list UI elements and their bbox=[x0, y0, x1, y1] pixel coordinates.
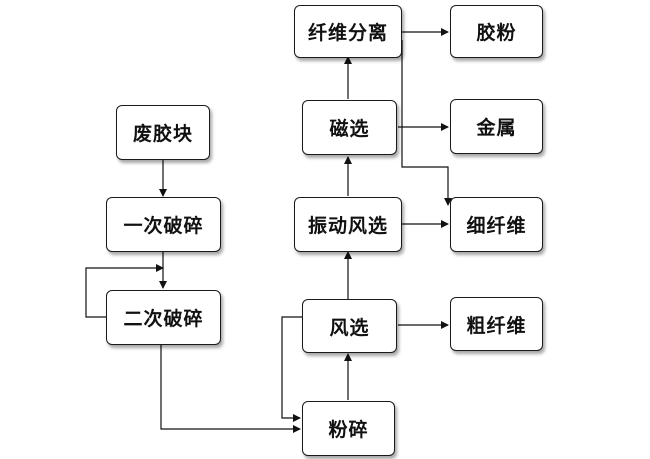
node-air-separation: 风选 bbox=[302, 299, 397, 353]
node-fine-fiber: 细纤维 bbox=[450, 197, 543, 252]
node-metal: 金属 bbox=[450, 99, 543, 154]
node-waste-rubber: 废胶块 bbox=[116, 105, 210, 160]
arrow-fiber-sep-to-fine bbox=[401, 40, 452, 206]
node-primary-crush: 一次破碎 bbox=[106, 197, 221, 252]
node-fiber-separation: 纤维分离 bbox=[294, 5, 402, 58]
arrow-secondary-to-pulverize bbox=[160, 345, 301, 433]
node-vibro-air-separation: 振动风选 bbox=[294, 197, 402, 252]
arrow-secondary-loop bbox=[85, 264, 164, 318]
arrow-air-loop-to-pulverize bbox=[281, 316, 302, 422]
node-secondary-crush: 二次破碎 bbox=[106, 290, 221, 345]
node-rubber-powder: 胶粉 bbox=[450, 5, 543, 58]
node-pulverize: 粉碎 bbox=[302, 401, 395, 456]
node-magnetic-separation: 磁选 bbox=[302, 100, 397, 155]
node-coarse-fiber: 粗纤维 bbox=[450, 297, 543, 351]
